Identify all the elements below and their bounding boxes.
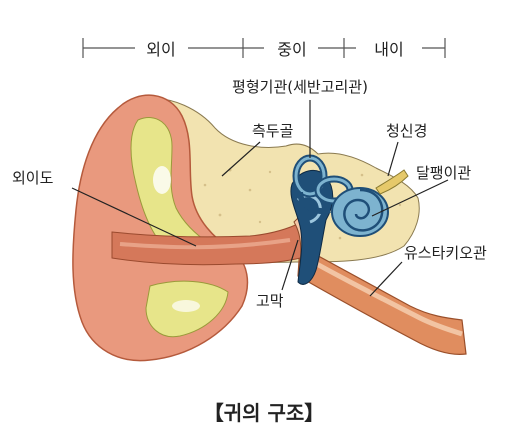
label-nerve: 청신경	[386, 122, 427, 140]
section-label-middle: 중이	[277, 40, 306, 59]
ear-canal-highlight	[119, 238, 291, 250]
auditory-nerve	[375, 169, 409, 195]
eustachian-tube-lining	[304, 255, 463, 337]
label-cochlea: 달팽이관	[416, 164, 471, 182]
cartilage-spot-2	[172, 300, 200, 312]
label-temporal-bone: 측두골	[252, 122, 293, 140]
cochlea	[331, 187, 389, 237]
section-bracket	[82, 38, 446, 58]
label-eustachian: 유스타키오관	[404, 244, 487, 262]
section-label-outer: 외이	[146, 40, 175, 59]
label-semicircular: 평형기관(세반고리관)	[232, 78, 368, 96]
pointer-lines	[71, 100, 449, 297]
label-ear-canal: 외이도	[12, 169, 54, 187]
label-eardrum: 고막	[256, 292, 284, 310]
section-label-inner: 내이	[374, 40, 403, 59]
diagram-caption: 【귀의 구조】	[204, 401, 325, 425]
cartilage-spot-1	[153, 166, 171, 194]
